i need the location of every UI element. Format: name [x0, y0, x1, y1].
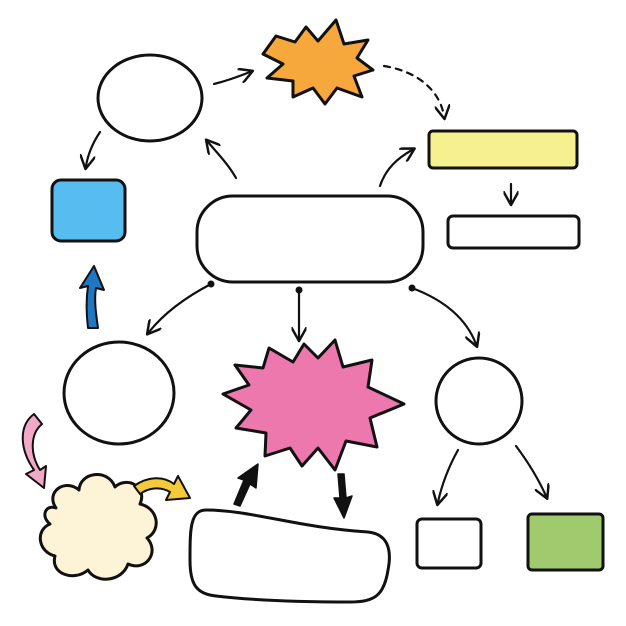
arrow-circle-to-burst [212, 72, 250, 86]
yellow-box [427, 129, 579, 170]
thick-up-arrow [233, 463, 259, 507]
cloud-shape [39, 473, 158, 581]
blue-up-arrow [79, 265, 105, 329]
pink-curved-arrow [21, 413, 47, 489]
bottom-rounded-rect [188, 508, 391, 604]
arrow-circle-to-small-box [438, 448, 460, 502]
arrow-center-to-circle [208, 142, 238, 180]
orange-burst [261, 18, 375, 106]
central-rounded-rect [195, 194, 425, 284]
arrow-circle-to-green-box [514, 444, 546, 496]
yellow-curved-arrow [133, 475, 191, 501]
top-left-circle [96, 53, 204, 143]
white-box-right [446, 214, 581, 250]
small-white-box [415, 517, 483, 570]
arrow-center-to-right-circle [410, 286, 476, 344]
blue-box [50, 178, 127, 243]
arrow-center-to-left-circle [149, 282, 213, 332]
pink-burst [221, 338, 406, 472]
mid-left-circle [62, 340, 176, 446]
arrow-center-to-yellow [378, 150, 412, 188]
thick-down-arrow [333, 473, 353, 519]
arrow-circle-to-blue [86, 130, 102, 166]
green-box [526, 512, 605, 572]
mid-right-circle [434, 356, 524, 446]
dashed-arrow-burst-to-yellow [382, 64, 444, 116]
